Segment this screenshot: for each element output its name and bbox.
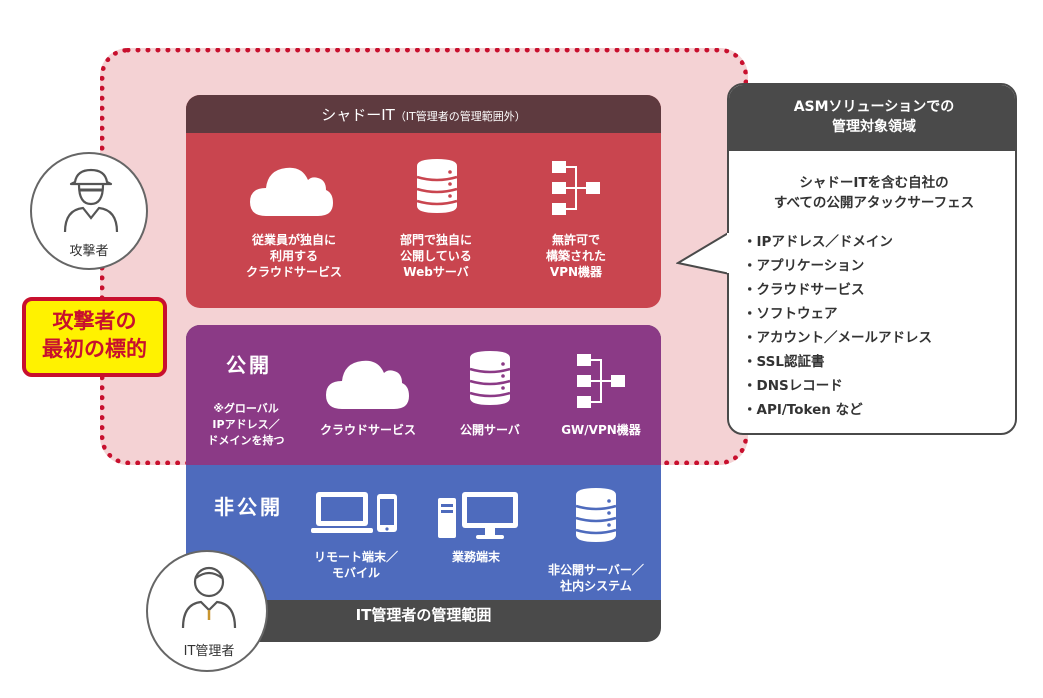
callout-pointer [676,231,731,275]
public-item-label: クラウドサービス [319,423,416,437]
public-note: ※グローバル IPアドレス／ ドメインを持つ [207,402,285,447]
shadow-it-header [186,95,661,133]
private-item-label: リモート端末／ モバイル [313,550,398,580]
list-item: ・アカウント／メールアドレス [743,330,932,346]
public-item-label: GW/VPN機器 [561,423,641,437]
list-item: ・API/Token など [743,402,863,418]
shadow-it-item-label: 無許可で 構築された VPN機器 [545,233,606,279]
list-item: ・SSL認証書 [743,354,825,370]
public-section: 公開 ※グローバル IPアドレス／ ドメインを持つ クラウドサービス 公開サーバ… [186,325,661,465]
shadow-it-subtitle: （IT管理者の管理範囲外） [394,110,526,123]
callout-header [729,85,1015,151]
private-section: 非公開 リモート端末／ モバイル 業務端末 非公開サーバー／ 社内システム [186,455,661,600]
laptop-mobile-icon [311,492,397,533]
it-admin-label: IT管理者 [183,644,235,659]
it-admin-avatar: IT管理者 [146,550,268,672]
cloud-icon [326,360,409,409]
attacker-avatar: 攻撃者 [30,152,148,270]
list-item: ・クラウドサービス [743,282,865,298]
shadow-it-item-label: 従業員が独自に 利用する クラウドサービス [245,233,342,279]
database-icon [575,488,617,542]
public-title: 公開 [226,353,272,377]
network-icon [577,354,625,408]
shadow-it-section: シャドーIT（IT管理者の管理範囲外） 従業員が独自に 利用する クラウドサービ… [186,95,661,308]
private-item-label: 業務端末 [451,550,500,564]
callout-list: ・IPアドレス／ドメイン ・アプリケーション ・クラウドサービス ・ソフトウェア… [743,230,1013,422]
callout-title: ASMソリューションでの 管理対象領域 [793,99,955,135]
attacker-label: 攻撃者 [69,244,109,259]
callout-pointer-join [727,233,731,273]
list-item: ・DNSレコード [743,378,843,394]
first-target-badge [22,297,167,377]
desktop-icon [438,492,518,539]
person-icon [181,566,237,629]
list-item: ・ソフトウェア [743,306,838,322]
database-icon [416,159,458,213]
asm-callout: ASMソリューションでの 管理対象領域 シャドーITを含む自社の すべての公開ア… [727,83,1017,435]
network-icon [552,161,600,215]
list-item: ・IPアドレス／ドメイン [743,234,893,250]
list-item: ・アプリケーション [743,258,865,274]
public-item-label: 公開サーバ [460,423,520,437]
hacker-icon [63,168,119,233]
private-title: 非公開 [214,495,283,519]
it-scope-label: IT管理者の管理範囲 [355,606,492,624]
cloud-icon [250,167,333,216]
first-target-text: 攻撃者の 最初の標的 [42,309,147,361]
database-icon [469,351,511,405]
shadow-it-title-text: シャドーIT [321,106,395,124]
shadow-it-title: シャドーIT（IT管理者の管理範囲外） [186,104,661,125]
shadow-it-item-label: 部門で独自に 公開している Webサーバ [399,233,472,279]
private-item-label: 非公開サーバー／ 社内システム [548,563,644,593]
callout-subtitle: シャドーITを含む自社の すべての公開アタックサーフェス [773,175,975,211]
